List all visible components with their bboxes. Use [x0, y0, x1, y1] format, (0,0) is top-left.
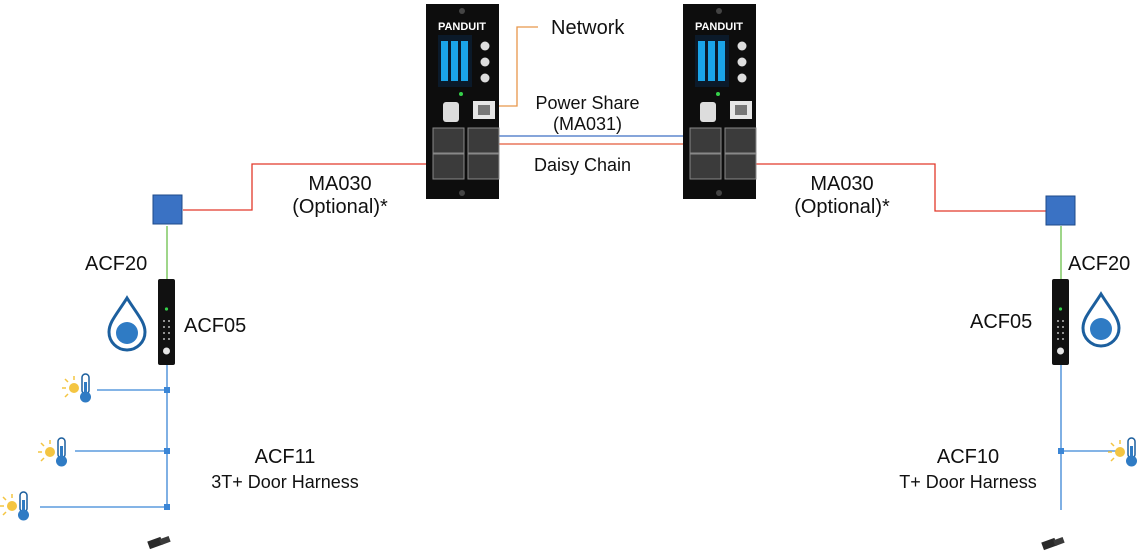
accessory-box-left: [152, 194, 183, 225]
brand-logo-right: PANDUIT: [695, 21, 743, 33]
junction-left-1: [164, 387, 170, 393]
acf20-label-left: ACF20: [85, 253, 148, 275]
ma030-cable-left: [183, 163, 444, 211]
ma030-label-right-line1: MA030: [810, 173, 874, 195]
power-share-label-line1: Power Share: [535, 93, 640, 113]
network-cable: [489, 26, 538, 107]
harness-model-left: ACF11: [254, 446, 316, 468]
junction-left-3: [164, 504, 170, 510]
harness-desc-left: 3T+ Door Harness: [211, 472, 359, 492]
thermometer-sun-icon: [1107, 437, 1138, 468]
accessory-box-right: [1045, 195, 1076, 226]
water-drop-icon: [1081, 292, 1121, 348]
thermometer-sun-icon: [37, 437, 68, 468]
power-share-label: Power Share (MA031): [530, 93, 645, 135]
daisy-chain-label: Daisy Chain: [534, 155, 632, 175]
door-switch-icon: [147, 536, 171, 550]
ma030-label-right: MA030 (Optional)*: [784, 173, 900, 219]
harness-desc-right: T+ Door Harness: [899, 472, 1037, 492]
junction-left-2: [164, 448, 170, 454]
ma030-label-left-line1: MA030: [308, 173, 372, 195]
pdu-controller-right: PANDUIT: [682, 3, 757, 200]
pdu-controller-left: PANDUIT: [425, 3, 500, 200]
power-share-label-line2: (MA031): [552, 114, 623, 134]
ma030-label-left: MA030 (Optional)*: [282, 173, 398, 219]
acf05-label-left: ACF05: [184, 315, 247, 337]
harness-model-right: ACF10: [936, 446, 1000, 468]
thermometer-sun-icon: [61, 373, 92, 404]
acf05-sensor-right: [1052, 279, 1069, 365]
ma030-label-right-line2: (Optional)*: [794, 196, 890, 218]
acf05-sensor-left: [158, 279, 175, 365]
ma030-cable-right: [709, 163, 1046, 212]
network-label: Network: [551, 17, 625, 39]
thermometer-sun-icon: [0, 491, 30, 522]
water-drop-icon: [107, 296, 147, 352]
junction-right-1: [1058, 448, 1064, 454]
acf05-label-right: ACF05: [970, 311, 1033, 333]
brand-logo-left: PANDUIT: [438, 21, 486, 33]
ma030-label-left-line2: (Optional)*: [292, 196, 388, 218]
door-switch-icon: [1041, 537, 1065, 551]
acf20-label-right: ACF20: [1068, 253, 1131, 275]
